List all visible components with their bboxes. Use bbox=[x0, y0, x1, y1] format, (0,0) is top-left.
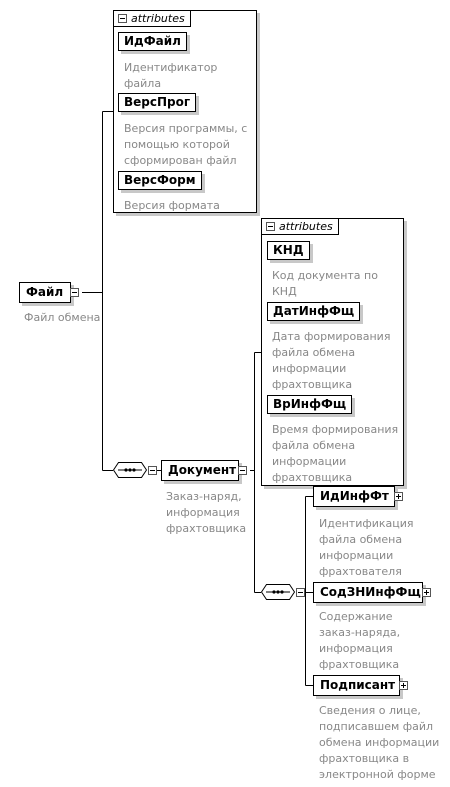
attribute-versform[interactable]: ВерсФорм bbox=[118, 171, 202, 190]
collapse-icon[interactable] bbox=[238, 466, 247, 475]
collapse-icon[interactable] bbox=[118, 14, 127, 23]
attribute-idfile[interactable]: ИдФайл bbox=[118, 32, 187, 51]
attribute-vrinffsch-description: Время формирования файла обмена информац… bbox=[272, 423, 399, 484]
attribute-datinffsch[interactable]: ДатИнфФщ bbox=[267, 302, 361, 321]
element-idinfft-description: Идентификация файла обмена информации фр… bbox=[319, 517, 414, 578]
root-element-file[interactable]: Файл bbox=[19, 282, 71, 303]
attribute-datinffsch-description: Дата формирования файла обмена информаци… bbox=[272, 330, 391, 391]
collapse-icon[interactable] bbox=[296, 588, 305, 597]
attribute-idfile-description: Идентификатор файла bbox=[124, 61, 218, 90]
attribute-versprog[interactable]: ВерсПрог bbox=[118, 93, 197, 112]
element-sodzninffsch-description: Содержание заказ-наряда, информация фрах… bbox=[319, 610, 401, 671]
expand-icon[interactable] bbox=[422, 588, 431, 597]
element-sodzninffsch[interactable]: СодЗНИнфФщ bbox=[313, 582, 423, 603]
document-attributes-group: attributes bbox=[261, 218, 404, 486]
attributes-group-title[interactable]: attributes bbox=[262, 219, 339, 235]
expand-icon[interactable] bbox=[399, 681, 408, 690]
attributes-group-title[interactable]: attributes bbox=[114, 11, 191, 27]
sequence-compositor-icon[interactable] bbox=[261, 584, 295, 600]
element-document[interactable]: Документ bbox=[161, 460, 239, 481]
element-idinfft[interactable]: ИдИнфФт bbox=[313, 486, 395, 507]
element-podpisant[interactable]: Подписант bbox=[313, 675, 400, 696]
root-element-description: Файл обмена bbox=[24, 311, 101, 324]
element-document-label: Документ bbox=[168, 463, 237, 477]
attribute-versform-description: Версия формата bbox=[124, 199, 220, 212]
collapse-icon[interactable] bbox=[148, 466, 157, 475]
collapse-icon[interactable] bbox=[70, 288, 79, 297]
element-podpisant-description: Сведения о лице, подписавшем файл обмена… bbox=[319, 704, 440, 781]
attribute-versprog-description: Версия программы, с помощью которой сфор… bbox=[124, 122, 248, 167]
attribute-vrinffsch[interactable]: ВрИнфФщ bbox=[267, 395, 353, 414]
root-element-label: Файл bbox=[26, 285, 64, 299]
attribute-knd[interactable]: КНД bbox=[267, 241, 310, 260]
expand-icon[interactable] bbox=[394, 492, 403, 501]
collapse-icon[interactable] bbox=[266, 222, 275, 231]
element-document-description: Заказ-наряд, информация фрахтовщика bbox=[166, 490, 247, 535]
sequence-compositor-icon[interactable] bbox=[113, 462, 147, 478]
attribute-knd-description: Код документа по КНД bbox=[272, 269, 378, 298]
